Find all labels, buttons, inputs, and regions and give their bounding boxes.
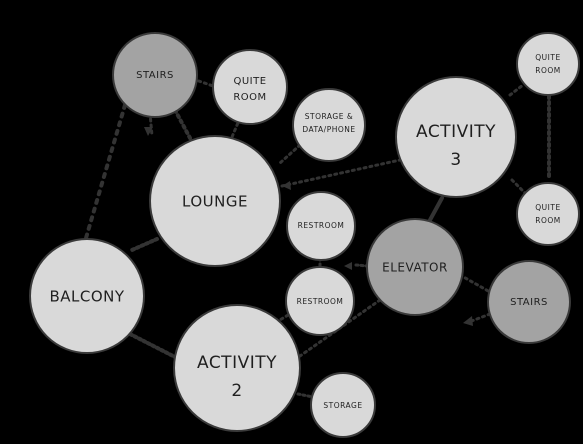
node-storage-data: STORAGE & DATA/PHONE	[292, 88, 366, 162]
node-label: ROOM	[233, 92, 266, 103]
node-quite-room-top: QUITE ROOM	[212, 49, 288, 125]
node-label: BALCONY	[49, 288, 124, 306]
connector-restroom-elevator	[354, 263, 370, 268]
node-balcony: BALCONY	[29, 238, 145, 354]
connector-activity3-quiteroom-bottom	[510, 178, 527, 195]
node-quite-room-right-bottom: QUITE ROOM	[516, 182, 580, 246]
arrow-left-icon	[282, 181, 291, 190]
connector-activity2-storage	[296, 392, 315, 399]
node-label: RESTROOM	[297, 297, 344, 306]
arrow-left-icon	[344, 262, 352, 270]
connector-stairs-lounge-left	[148, 111, 154, 138]
connector-activity3-elevator	[428, 196, 444, 222]
node-quite-room-right-top: QUITE ROOM	[516, 32, 580, 96]
node-lounge: LOUNGE	[149, 135, 281, 267]
node-label: QUITE	[233, 76, 266, 87]
connector-restroom-activity2	[268, 310, 295, 328]
connector-lounge-activity3	[280, 158, 402, 188]
node-label: ELEVATOR	[382, 261, 448, 275]
connector-balcony-activity2	[128, 332, 177, 359]
node-elevator: ELEVATOR	[366, 218, 464, 316]
node-stairs-top: STAIRS	[112, 32, 198, 118]
node-label: STAIRS	[510, 297, 548, 308]
connector-lounge-balcony	[130, 237, 159, 252]
node-label: ROOM	[535, 216, 561, 225]
arrow-left-icon	[463, 316, 473, 326]
node-label: ROOM	[535, 66, 561, 75]
connector-elevator-stairs	[458, 273, 492, 294]
connector-storage-lounge	[278, 143, 302, 165]
node-label: STORAGE	[323, 401, 362, 410]
node-label: DATA/PHONE	[302, 125, 355, 134]
connector-stairs-floor	[467, 312, 492, 324]
node-label: 2	[231, 381, 242, 401]
node-storage-bottom: STORAGE	[310, 372, 376, 438]
node-restroom-lower: RESTROOM	[285, 266, 355, 336]
connector-stairs-lounge-right	[173, 108, 192, 140]
node-label: LOUNGE	[182, 193, 248, 211]
node-restroom-upper: RESTROOM	[286, 191, 356, 261]
node-label: QUITE	[535, 53, 560, 62]
node-label: 3	[450, 150, 461, 170]
node-label: STAIRS	[136, 70, 174, 81]
arrow-down-icon	[144, 127, 153, 136]
node-stairs-right: STAIRS	[487, 260, 571, 344]
arrow-markers	[144, 127, 473, 326]
connector-stairs-balcony	[84, 103, 127, 240]
node-label: RESTROOM	[298, 221, 345, 230]
node-activity-3: ACTIVITY 3	[395, 76, 517, 198]
node-label: STORAGE &	[305, 112, 353, 121]
connector-activity3-quiteroom-top	[508, 83, 525, 97]
node-label: ACTIVITY	[416, 122, 496, 142]
node-label: ACTIVITY	[197, 353, 277, 373]
connector-stairs-quiteroom	[191, 77, 215, 88]
node-label: QUITE	[535, 203, 560, 212]
node-activity-2: ACTIVITY 2	[173, 304, 301, 432]
